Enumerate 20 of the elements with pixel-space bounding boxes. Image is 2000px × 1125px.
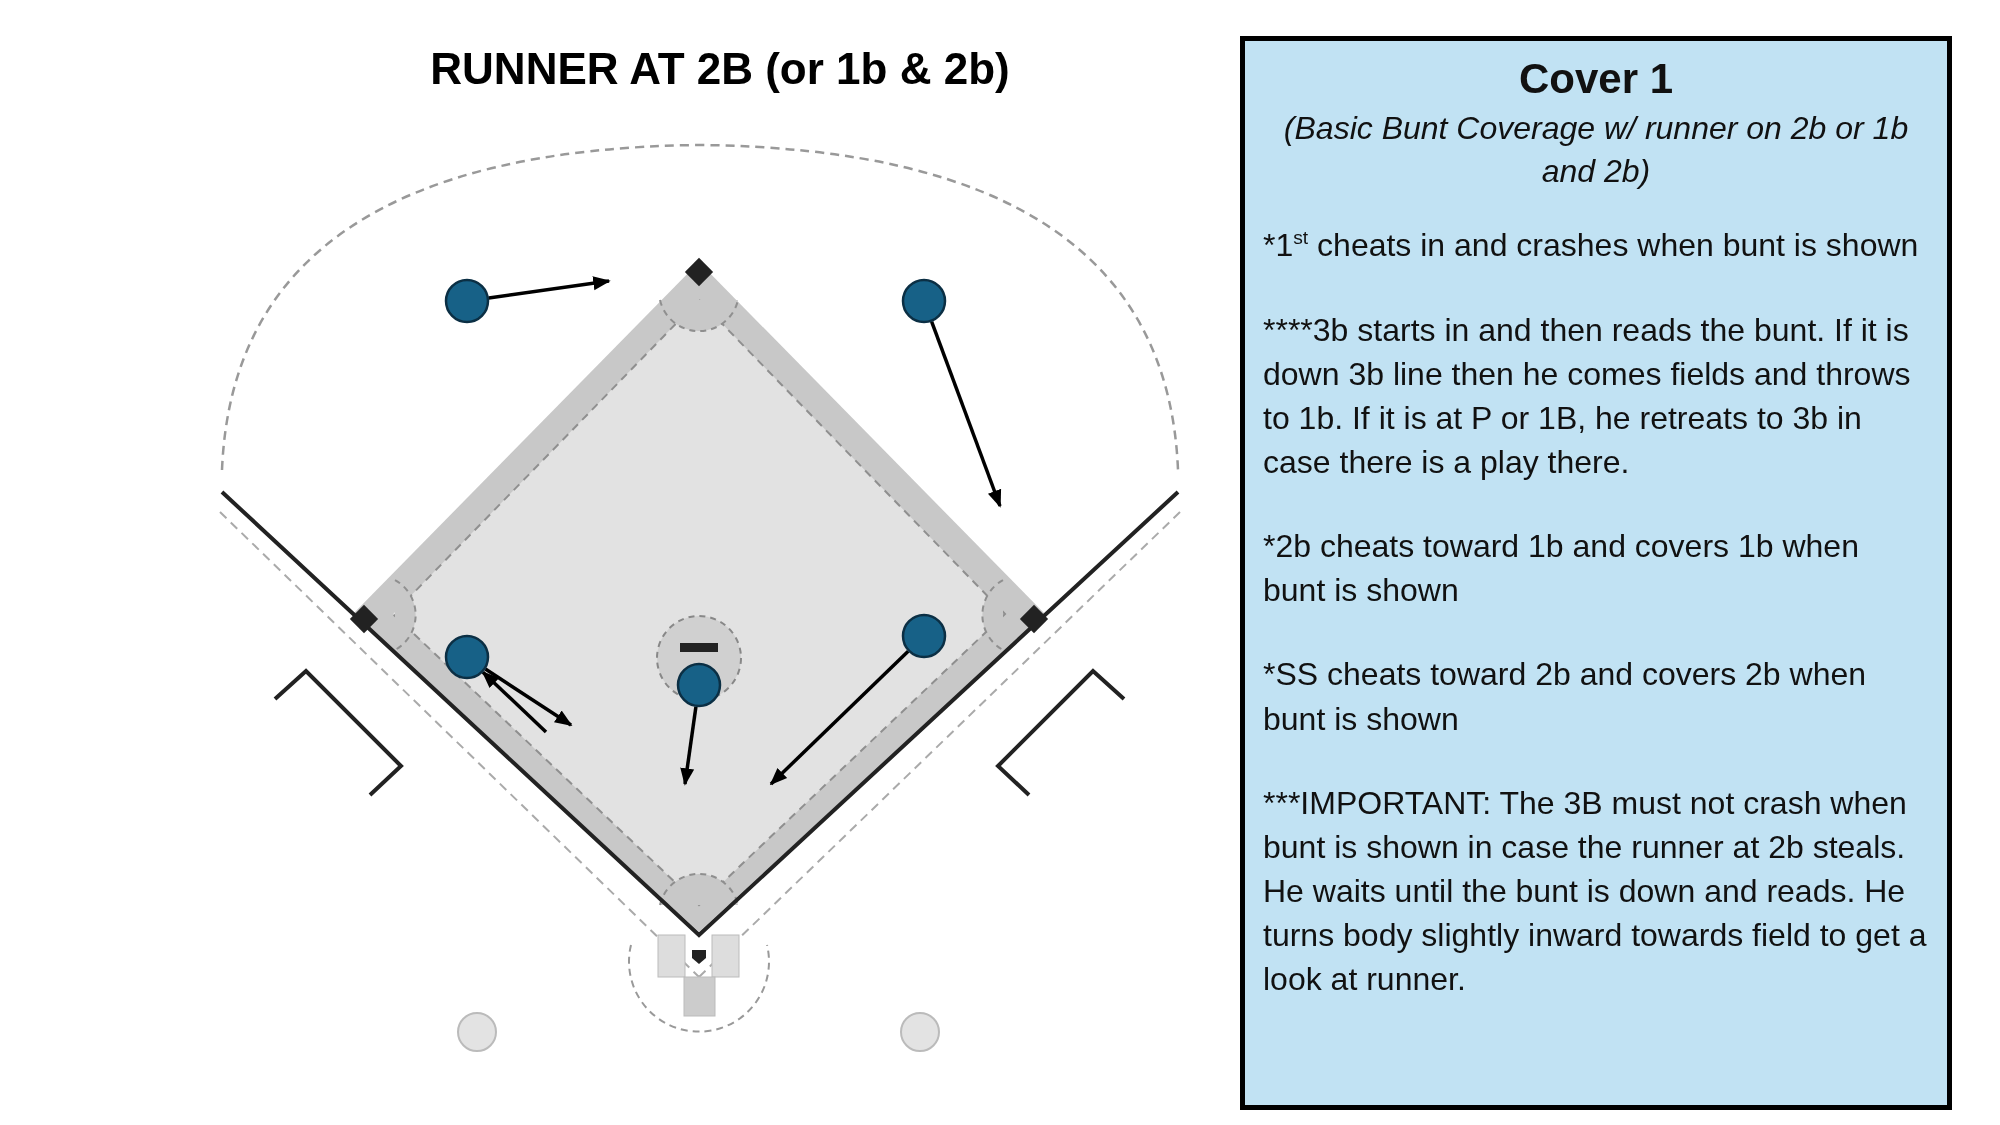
player-marker bbox=[901, 278, 947, 324]
movement-arrow bbox=[484, 667, 573, 727]
player-marker bbox=[444, 278, 490, 324]
note-paragraph: ****3b starts in and then reads the bunt. If it is down 3b line then he comes fields and throws to 1b. If it is at P or 1B, he retreats to 3b in case there is a play there. bbox=[1263, 310, 1912, 482]
player-marker bbox=[444, 634, 490, 680]
movement-arrow bbox=[930, 321, 1002, 508]
note-paragraph: *1$^{st}$ cheats in and crashes when bunt is shown bbox=[1263, 226, 1920, 266]
player-marker bbox=[676, 662, 722, 708]
player-marker bbox=[901, 613, 947, 659]
notes-panel bbox=[1240, 36, 1952, 1110]
panel-subtitle: (Basic Bunt Coverage w/ runner on 2b or 1b and 2b) bbox=[1282, 109, 1910, 192]
movement-arrow bbox=[488, 276, 611, 300]
movement-arrow bbox=[481, 670, 548, 734]
note-paragraph: *2b cheats toward 1b and covers 1b when bunt is shown bbox=[1263, 527, 1860, 611]
panel-title: Cover 1 bbox=[1517, 55, 1675, 103]
note-paragraph: *SS cheats toward 2b and covers 2b when bunt is shown bbox=[1263, 655, 1868, 739]
movement-arrow bbox=[680, 706, 698, 786]
note-paragraph: ***IMPORTANT: The 3B must not crash when bunt is shown in case the runner at 2b steals. He waits until the bunt is down and reads. He turns body slightly inward towards field to get a look at runner. bbox=[1263, 783, 1928, 1000]
diagram-title: RUNNER AT 2B (or 1b & 2b) bbox=[429, 44, 1011, 94]
movement-arrow bbox=[769, 650, 910, 786]
